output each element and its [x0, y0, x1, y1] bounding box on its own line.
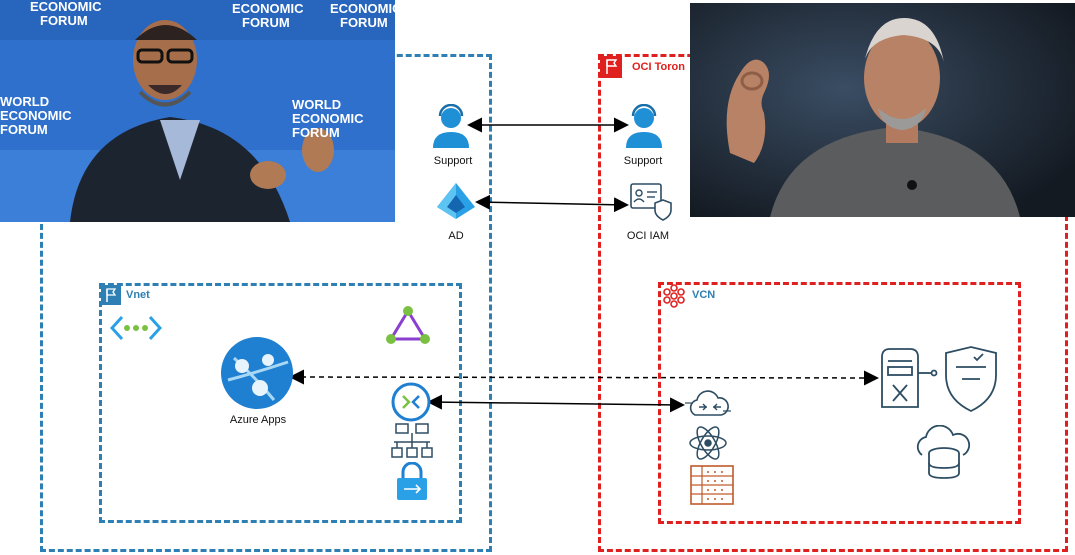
network-devices-icon [391, 423, 433, 458]
vcn-header [660, 284, 688, 308]
vcn-icon [663, 284, 685, 308]
flag-icon [101, 285, 121, 305]
service-triangle-icon [386, 306, 430, 344]
vpn-lock-icon-wrap [394, 462, 430, 502]
oci-region-header [600, 56, 624, 78]
support-icon-left [431, 104, 471, 148]
cloud-database-icon [916, 425, 971, 479]
flag-icon [600, 56, 622, 78]
virtual-network-icon-wrap [110, 313, 162, 343]
object-storage-icon-wrap [910, 425, 976, 483]
speaker-photo-illustration [0, 0, 395, 222]
ad-icon [435, 181, 477, 221]
expressroute-gateway-icon-wrap [391, 382, 431, 422]
support-agent-icon [433, 104, 469, 148]
speaker-photo-illustration [690, 3, 1075, 217]
ad-label: AD [448, 230, 464, 242]
route-table-icon-wrap [690, 465, 734, 505]
vcn-title: VCN [692, 289, 716, 301]
gateway-icon [391, 382, 431, 422]
banner-text-5: WORLD ECONOMIC FORUM [292, 97, 364, 140]
support-label-right: Support [623, 155, 663, 167]
oci-iam-label: OCI IAM [626, 230, 670, 242]
atom-gateway-icon [689, 426, 727, 460]
vnet-header [101, 285, 123, 305]
exadata-database-icon [881, 346, 997, 412]
support-icon-right [624, 104, 664, 148]
oci-iam-icon [629, 182, 675, 222]
virtual-network-icon [110, 315, 162, 341]
banner-text-1: ECONOMIC FORUM [30, 0, 102, 28]
banner-text-3: ECONOMIC FORUM [330, 1, 395, 30]
azure-apps-icon-wrap [220, 336, 294, 410]
exadata-icon-wrap [876, 345, 998, 415]
network-devices-icon-wrap [390, 422, 434, 464]
app-db-dashed-arrow [289, 369, 879, 386]
vnet-title: Vnet [126, 289, 150, 301]
interconnect-arrow [427, 394, 685, 413]
banner-text-4: WORLD ECONOMIC FORUM [0, 94, 72, 137]
identity-federation-arrow [475, 194, 629, 213]
support-label-left: Support [433, 155, 473, 167]
support-agent-icon [626, 104, 662, 148]
oci-region-title: OCI Toron [632, 61, 685, 73]
triangle-service-icon-wrap [385, 305, 431, 347]
oci-iam-identity-icon [630, 183, 672, 221]
fastconnect-cloud-icon [685, 390, 731, 416]
azure-app-service-icon [221, 337, 293, 409]
fastconnect-icon-wrap [683, 385, 733, 425]
route-table-icon [690, 465, 734, 505]
right-person-photo [690, 3, 1075, 217]
azure-active-directory-icon [437, 183, 475, 219]
banner-text-2: ECONOMIC FORUM [232, 1, 304, 30]
azure-apps-label: Azure Apps [229, 414, 287, 426]
left-person-photo: ECONOMIC FORUM ECONOMIC FORUM ECONOMIC F… [0, 0, 395, 222]
dynamic-routing-gateway-icon-wrap [686, 422, 730, 464]
vpn-lock-icon [397, 462, 427, 500]
